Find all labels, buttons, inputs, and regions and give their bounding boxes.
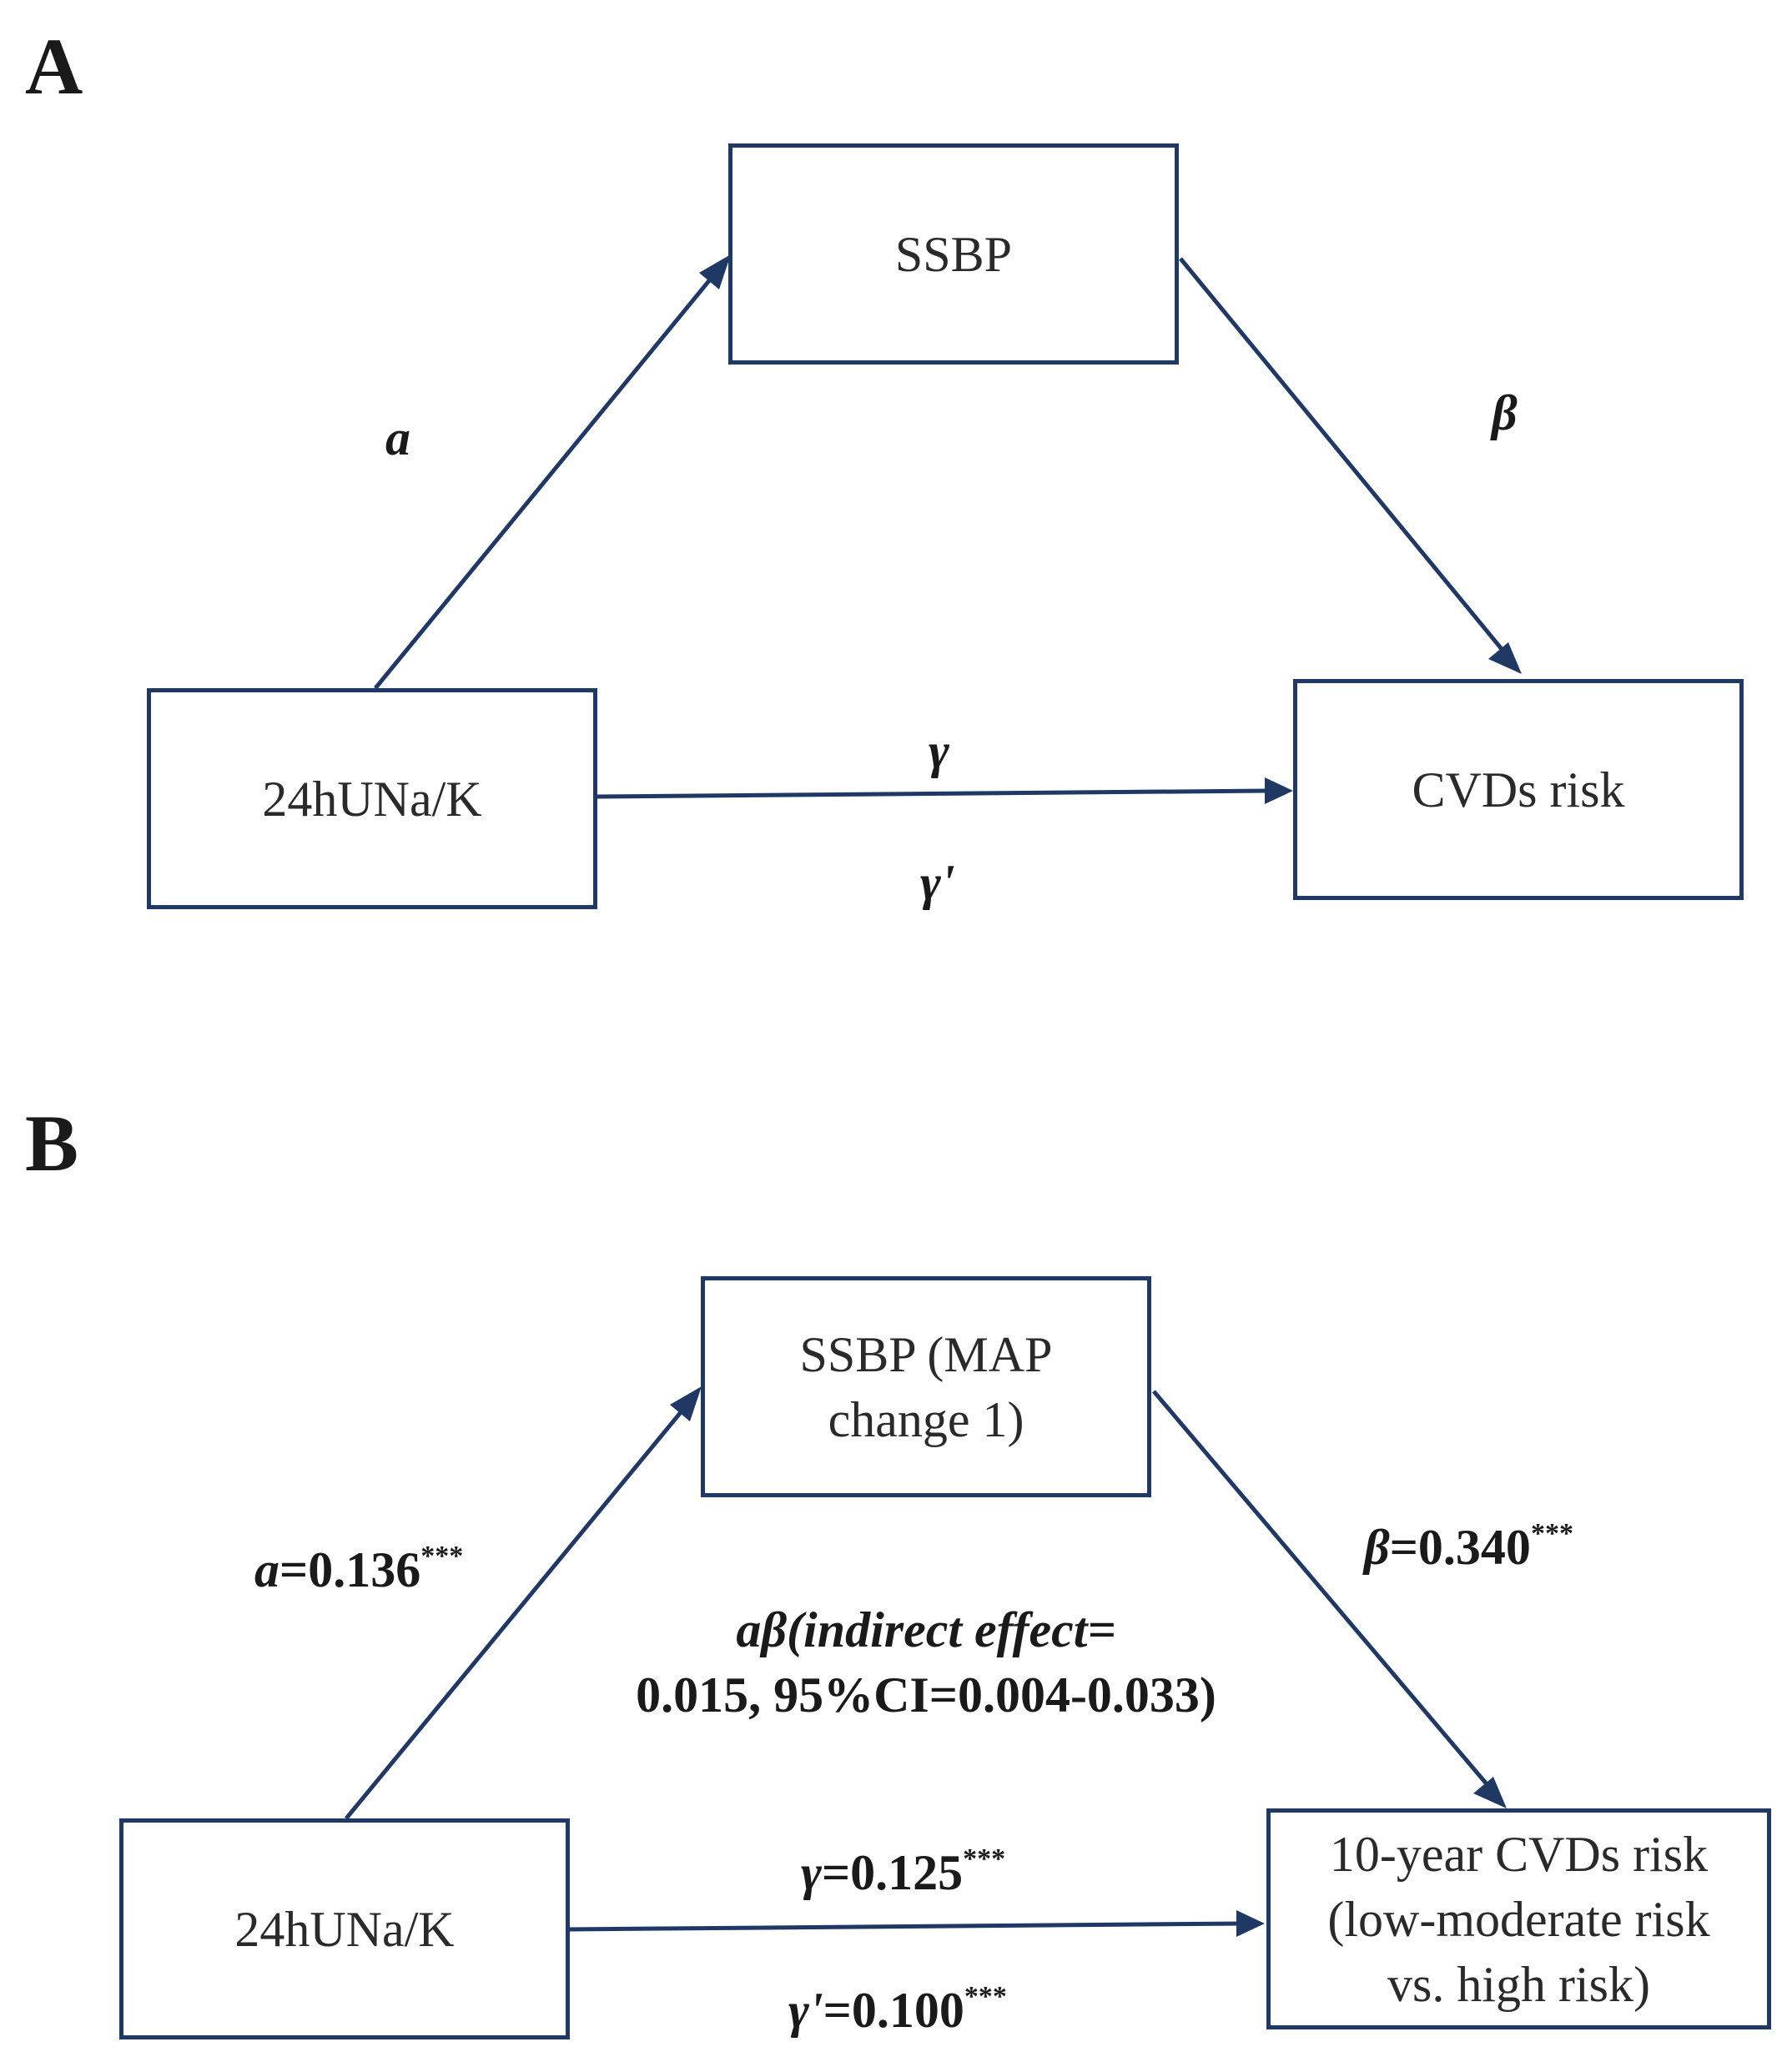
arrow-a-exposure-to-outcome [596, 788, 1269, 799]
panel-a-path-a-symbol: a [385, 410, 410, 465]
panel-b-mediator-line2: change 1) [828, 1391, 1024, 1447]
panel-a-exposure-text: 24hUNa/K [262, 771, 482, 827]
panel-a-outcome-box: CVDs risk [1293, 679, 1744, 900]
panel-a-path-a-label: a [385, 413, 410, 463]
panel-a-exposure-box: 24hUNa/K [147, 688, 597, 909]
panel-a-outcome-text: CVDs risk [1412, 762, 1625, 817]
arrowhead-b-outcome [1473, 1777, 1507, 1808]
panel-b-path-c-prime-label: γ'=0.100*** [788, 1983, 1007, 2038]
panel-b-mediator-line1: SSBP (MAP [799, 1326, 1053, 1382]
panel-a-path-c-prime-symbol: γ' [920, 855, 955, 910]
panel-b-indirect-effect: aβ(indirect effect= 0.015, 95%CI=0.004-0… [542, 1597, 1310, 1728]
panel-b-path-b-symbol: β [1364, 1520, 1390, 1575]
panel-a-path-b-symbol: β [1492, 385, 1518, 440]
arrowhead-a-outcome [1488, 642, 1522, 674]
panel-a-mediator-text: SSBP [894, 226, 1013, 282]
panel-b-outcome-line2: (low-moderate risk [1327, 1891, 1710, 1947]
panel-b-path-c-prime-symbol: γ' [788, 1983, 823, 2038]
panel-b-outcome-box: 10-year CVDs risk (low-moderate risk vs.… [1266, 1808, 1771, 2029]
panel-b-indirect-line2: 0.015, 95%CI=0.004-0.033) [636, 1667, 1216, 1722]
panel-b-path-c-prime-sig: *** [964, 1981, 1007, 2012]
panel-b-path-b-sig: *** [1530, 1518, 1573, 1549]
panel-b-exposure-text: 24hUNa/K [234, 1901, 455, 1957]
arrowhead-a-mediator [699, 254, 731, 289]
panel-b-path-b-label: β=0.340*** [1364, 1520, 1573, 1575]
panel-b-label: B [25, 1099, 79, 1188]
panel-a-mediator-box: SSBP [728, 143, 1179, 365]
arrow-a-exposure-to-mediator [374, 259, 727, 690]
panel-a-path-c-symbol: γ [929, 723, 949, 778]
panel-b-path-b-value: =0.340 [1389, 1520, 1531, 1575]
arrowhead-b-direct [1236, 1910, 1265, 1937]
panel-b-path-a-sig: *** [420, 1541, 464, 1572]
arrow-b-exposure-to-mediator [345, 1391, 698, 1820]
panel-b-path-c-symbol: γ [801, 1845, 822, 1900]
arrowhead-a-direct [1265, 777, 1293, 804]
panel-b-path-a-label: a=0.136*** [254, 1542, 463, 1597]
panel-b-exposure-box: 24hUNa/K [119, 1818, 570, 2039]
panel-b-outcome-line1: 10-year CVDs risk [1329, 1826, 1709, 1882]
panel-b-indirect-line1: aβ(indirect effect= [736, 1602, 1116, 1657]
arrow-b-exposure-to-outcome [568, 1921, 1244, 1932]
panel-b-path-c-value: =0.125 [821, 1845, 964, 1900]
panel-a-label: A [25, 22, 83, 111]
panel-b-mediator-box: SSBP (MAP change 1) [701, 1276, 1151, 1497]
panel-b-path-a-value: =0.136 [279, 1542, 421, 1597]
panel-b-path-a-symbol: a [254, 1542, 279, 1597]
arrow-a-mediator-to-outcome [1179, 257, 1518, 669]
panel-a-path-c-prime-label: γ' [920, 857, 955, 908]
panel-a-path-b-label: β [1492, 388, 1518, 438]
panel-a-path-c-label: γ [929, 726, 949, 776]
arrowhead-b-mediator [670, 1386, 702, 1421]
panel-b-path-c-sig: *** [963, 1843, 1006, 1874]
arrow-b-mediator-to-outcome [1152, 1390, 1503, 1803]
panel-b-path-c-label: γ=0.125*** [801, 1845, 1005, 1900]
panel-b-outcome-line3: vs. high risk) [1387, 1956, 1650, 2012]
panel-b-path-c-prime-value: =0.100 [823, 1983, 964, 2038]
